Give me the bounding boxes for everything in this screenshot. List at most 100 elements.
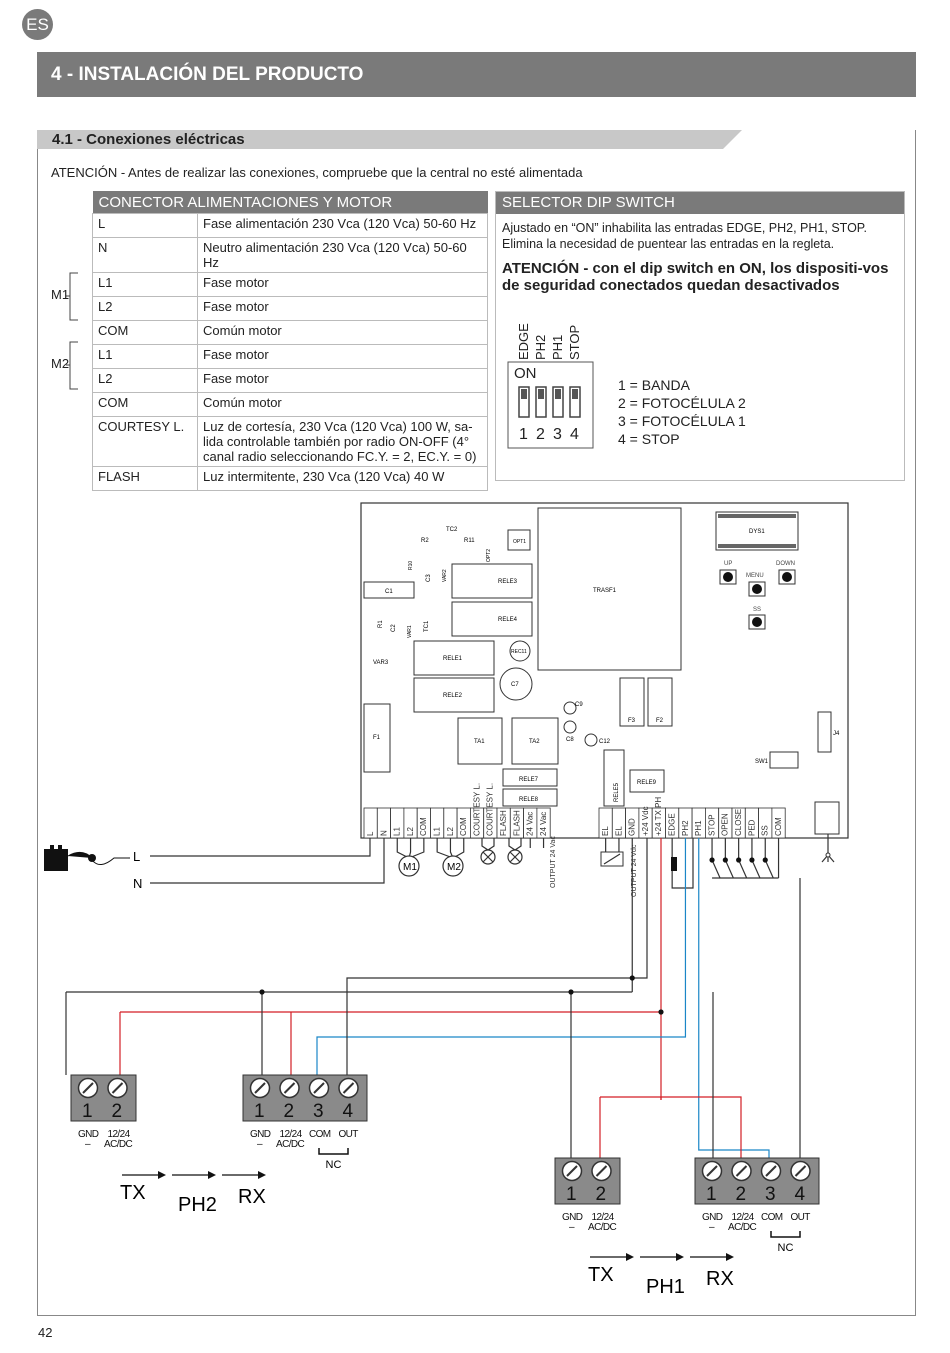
photocells: 1GND212/24–AC/DC1GND212/243COM4OUT–AC/DC… <box>70 1074 820 1298</box>
terminal-sub-label: – <box>257 1139 263 1150</box>
board-label-rele7: RELE7 <box>519 777 539 783</box>
power-table-value: Neutro alimentación 230 Vca (120 Vca) 50… <box>197 237 488 273</box>
board-label-rele4: RELE4 <box>498 617 518 623</box>
rx-label: RX <box>238 1186 266 1208</box>
power-table-row: COURTESY L.Luz de cortesía, 230 Vca (120… <box>92 416 488 467</box>
terminal-label: SS <box>761 825 770 836</box>
terminal-label: COM <box>419 817 428 836</box>
screw-number: 1 <box>566 1184 577 1205</box>
board-label-dys1: DYS1 <box>749 529 765 535</box>
terminal-label: CLOSE <box>734 809 743 836</box>
terminal-label: L1 <box>393 827 402 836</box>
board-label-f3: F3 <box>628 718 636 724</box>
board-label-c7: C7 <box>511 682 519 688</box>
dip-num-2: 2 <box>536 426 545 443</box>
dip-legend-4: 4 = STOP <box>618 431 680 447</box>
screw-number: 1 <box>254 1101 265 1122</box>
dip-on-label: ON <box>514 365 537 382</box>
board-label-opt2: OPT2 <box>486 549 492 562</box>
board-label-rec11: REC11 <box>511 649 527 655</box>
board-label-menu: MENU <box>746 573 764 579</box>
mains-l-label: L <box>133 849 140 864</box>
tx-label: TX <box>588 1264 614 1286</box>
screw-number: 1 <box>706 1184 717 1205</box>
terminal-sub-label: – <box>709 1222 715 1233</box>
terminal-label: L1 <box>433 827 442 836</box>
power-table-value: Luz de cortesía, 230 Vca (120 Vca) 100 W… <box>197 416 488 467</box>
terminal-label: EL <box>601 826 610 836</box>
board-label-c2: C2 <box>391 624 397 632</box>
power-table-key: COURTESY L. <box>92 416 198 467</box>
board-label-down: DOWN <box>776 561 795 567</box>
output-24vdc-label: OUTPUT 24 Vdc <box>631 844 638 897</box>
board-label-f1: F1 <box>373 735 381 741</box>
board-label-j4: J4 <box>833 731 840 737</box>
section-bar <box>37 130 742 149</box>
terminal-label: OPEN <box>721 813 730 836</box>
page-number: 42 <box>38 1325 53 1340</box>
dip-legend-3: 3 = FOTOCÉLULA 1 <box>618 413 746 429</box>
dip-num-3: 3 <box>553 426 562 443</box>
chapter-title: 4 - INSTALACIÓN DEL PRODUCTO <box>37 52 916 97</box>
terminal-label: N <box>379 830 388 836</box>
board-label-rele8: RELE8 <box>519 797 539 803</box>
terminal-label: COM <box>774 817 783 836</box>
terminal-label: COM <box>459 817 468 836</box>
tx-label: TX <box>120 1182 146 1204</box>
dip-legend-2: 2 = FOTOCÉLULA 2 <box>618 395 746 411</box>
photocell-name: PH1 <box>646 1276 685 1298</box>
power-table-value: Fase motor <box>197 272 488 297</box>
terminal-sub-label: – <box>85 1139 91 1150</box>
board-label-c12: C12 <box>599 739 611 745</box>
dip-num-4: 4 <box>570 426 579 443</box>
board-label-ta2: TA2 <box>529 739 540 745</box>
board-label-sw1: SW1 <box>755 759 769 765</box>
power-table-header: CONECTOR ALIMENTACIONES Y MOTOR <box>92 191 488 214</box>
board-label-tc2: TC2 <box>446 527 458 533</box>
terminal-sub-label: AC/DC <box>588 1222 616 1233</box>
terminal-function-label: GND <box>250 1129 271 1140</box>
board-label-ta1: TA1 <box>474 739 485 745</box>
screw-number: 4 <box>795 1184 806 1205</box>
motor-icon <box>442 855 464 877</box>
board-label-r11: R11 <box>464 538 475 544</box>
terminal-label: L2 <box>446 827 455 836</box>
screw-number: 2 <box>596 1184 607 1205</box>
terminal-label: GND <box>628 818 637 836</box>
power-table-value: Fase motor <box>197 368 488 393</box>
board-label-r10: R10 <box>408 561 414 570</box>
terminal-label: PH1 <box>694 820 703 836</box>
board-label-f2: F2 <box>656 718 664 724</box>
photocell-name: PH2 <box>178 1194 217 1216</box>
mains-n-label: N <box>133 876 142 891</box>
power-table-key: FLASH <box>92 466 198 491</box>
motor-label: M2 <box>447 862 461 873</box>
menu-button <box>752 584 762 594</box>
terminal-function-label: COM <box>309 1129 331 1140</box>
screw-number: 3 <box>765 1184 776 1205</box>
terminal-label: FLASH <box>499 810 508 836</box>
board-label-rele1: RELE1 <box>443 656 463 662</box>
terminal-label: +24 TX PH <box>654 797 663 836</box>
board-label-up: UP <box>724 561 732 567</box>
warning-text: ATENCIÓN - Antes de realizar las conexio… <box>51 165 583 180</box>
dip-header: SELECTOR DIP SWITCH <box>496 192 904 214</box>
content-frame <box>37 130 916 1316</box>
terminal-function-label: OUT <box>791 1212 811 1223</box>
terminal-label: FLASH <box>512 810 521 836</box>
dip-label-stop: STOP <box>567 325 582 360</box>
terminal-function-label: GND <box>562 1212 583 1223</box>
language-badge: ES <box>22 9 53 40</box>
board-label-r1: R1 <box>378 620 384 628</box>
board-label-ss: SS <box>753 607 761 613</box>
section-title: 4.1 - Conexiones eléctricas <box>52 131 245 148</box>
power-table-value: Fase alimentación 230 Vca (120 Vca) 50-6… <box>197 213 488 238</box>
terminal-label: +24 Vdc <box>641 806 650 836</box>
power-table-key: COM <box>92 320 198 345</box>
power-table-key: L <box>92 213 198 238</box>
screw-number: 1 <box>82 1101 93 1122</box>
